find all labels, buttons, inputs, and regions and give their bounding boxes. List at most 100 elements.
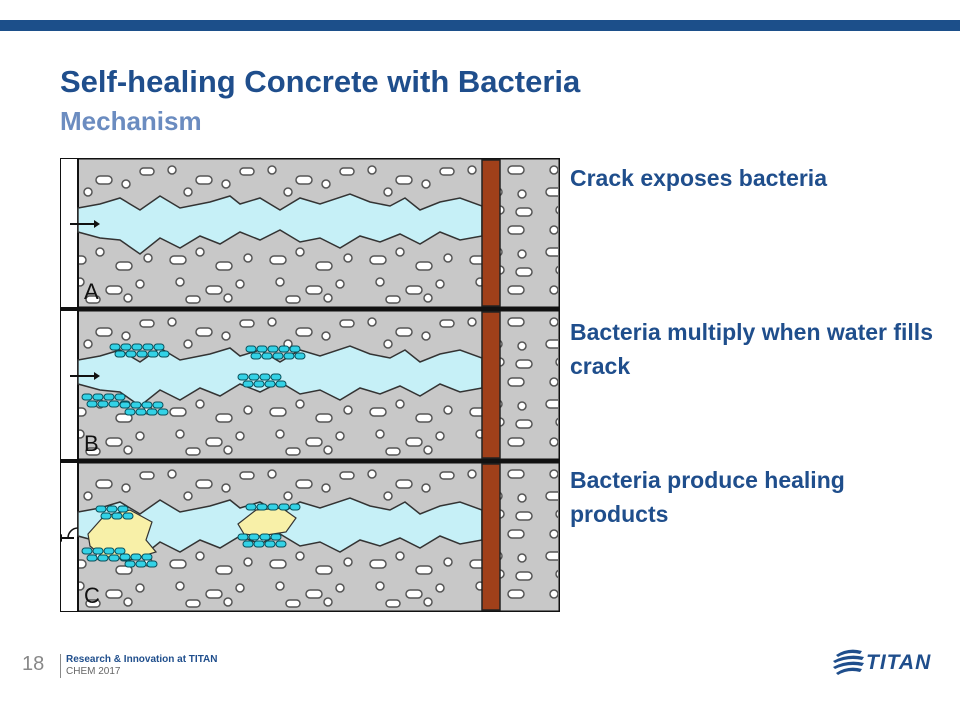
- water-arrow-b: [70, 372, 100, 380]
- panel-letter-a: A: [84, 279, 99, 304]
- panel-letter-b: B: [84, 431, 99, 456]
- bacterium: [108, 400, 120, 408]
- top-accent-bar: [0, 20, 960, 31]
- bacterium: [136, 350, 148, 358]
- bacterium: [283, 352, 295, 360]
- bacterium: [272, 352, 284, 360]
- bacterium: [119, 401, 131, 409]
- bacterium: [125, 350, 137, 358]
- caption-healing-products: Bacteria produce healing products: [570, 467, 845, 527]
- bacterium: [135, 560, 147, 568]
- bacterium: [147, 350, 159, 358]
- bacterium: [267, 503, 279, 511]
- bacterium: [278, 345, 290, 353]
- bacterium: [270, 533, 282, 541]
- bacterium: [157, 408, 169, 416]
- bacterium: [278, 503, 290, 511]
- slide-title: Self-healing Concrete with Bacteria: [60, 64, 581, 99]
- bacterium: [81, 547, 93, 555]
- panel-a: A: [58, 156, 562, 310]
- bacterium: [237, 533, 249, 541]
- page-number: 18: [22, 653, 45, 675]
- bacterium: [261, 352, 273, 360]
- bacterium: [114, 350, 126, 358]
- panel-c: C: [56, 460, 562, 614]
- bacteria-colonies-c: [81, 503, 301, 568]
- rebar-a: [481, 159, 501, 307]
- footer-event: CHEM 2017: [66, 666, 121, 677]
- bacterium: [141, 553, 153, 561]
- rebar-b: [481, 311, 501, 459]
- water-arrow-a: [70, 220, 100, 228]
- bacterium: [92, 393, 104, 401]
- bacterium: [294, 352, 306, 360]
- bacterium: [114, 393, 126, 401]
- bacterium: [267, 345, 279, 353]
- bacterium: [289, 345, 301, 353]
- bacterium: [100, 512, 112, 520]
- bacterium: [248, 373, 260, 381]
- bacterium: [124, 408, 136, 416]
- mechanism-diagram: A B: [56, 156, 562, 614]
- bacterium: [103, 393, 115, 401]
- caption-crack-exposes-bacteria: Crack exposes bacteria: [570, 165, 827, 191]
- bacterium: [92, 547, 104, 555]
- bacterium: [237, 373, 249, 381]
- bacterium: [86, 554, 98, 562]
- bacterium: [97, 554, 109, 562]
- bacterium: [264, 540, 276, 548]
- bacterium: [146, 408, 158, 416]
- bacterium: [81, 393, 93, 401]
- bacterium: [117, 505, 129, 513]
- footer-divider: [60, 654, 61, 678]
- bacterium: [114, 547, 126, 555]
- bacterium: [275, 380, 287, 388]
- slide-subtitle: Mechanism: [60, 106, 202, 136]
- panel-letter-c: C: [84, 583, 100, 608]
- bacterium: [259, 373, 271, 381]
- titan-logo-text: TITAN: [866, 651, 932, 674]
- bacterium: [124, 560, 136, 568]
- bacterium: [248, 533, 260, 541]
- bacterium: [253, 380, 265, 388]
- footer-organization: Research & Innovation at TITAN: [66, 654, 218, 665]
- bacterium: [275, 540, 287, 548]
- bacterium: [120, 343, 132, 351]
- bacterium: [250, 352, 262, 360]
- bacteria-colonies-b: [81, 343, 306, 416]
- rebar-c: [481, 463, 501, 611]
- surface-edge-a: [59, 157, 79, 309]
- aggregate-right-b: [500, 312, 558, 458]
- bacterium: [95, 505, 107, 513]
- panel-b: B: [58, 308, 562, 462]
- bacterium: [141, 401, 153, 409]
- bacterium: [103, 547, 115, 555]
- bacterium: [152, 401, 164, 409]
- aggregate-right-c: [500, 464, 558, 610]
- bacterium: [245, 503, 257, 511]
- bacterium: [130, 553, 142, 561]
- surface-edge-b: [59, 309, 79, 461]
- bacterium: [106, 505, 118, 513]
- bacterium: [146, 560, 158, 568]
- bacterium: [245, 345, 257, 353]
- bacterium: [131, 343, 143, 351]
- bacterium: [109, 343, 121, 351]
- bacterium: [97, 400, 109, 408]
- bacterium: [256, 503, 268, 511]
- aggregate-right-a: [500, 160, 558, 306]
- bacterium: [108, 554, 120, 562]
- bacterium: [256, 345, 268, 353]
- caption-bacteria-multiply: Bacteria multiply when water fills crack: [570, 319, 933, 379]
- bacterium: [242, 380, 254, 388]
- bacterium: [259, 533, 271, 541]
- bacterium: [242, 540, 254, 548]
- bacterium: [119, 553, 131, 561]
- bacterium: [86, 400, 98, 408]
- titan-logo-icon: [833, 649, 864, 675]
- bacterium: [135, 408, 147, 416]
- bacterium: [253, 540, 265, 548]
- bacterium: [122, 512, 134, 520]
- bacterium: [142, 343, 154, 351]
- bacterium: [264, 380, 276, 388]
